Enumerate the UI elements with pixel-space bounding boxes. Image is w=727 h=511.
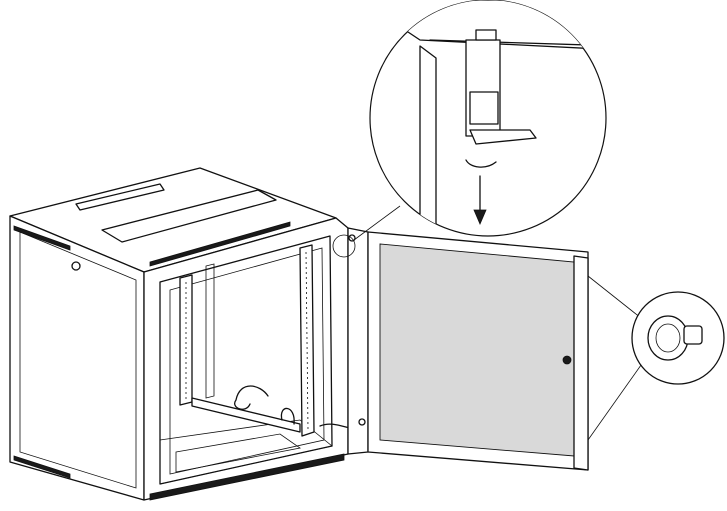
cable-bar [191, 397, 301, 433]
door-handle-strip [573, 255, 589, 471]
cabinet-floor [159, 419, 333, 485]
cabinet-body [9, 167, 363, 501]
side-lock-icon [71, 261, 81, 271]
mounting-rail-left [179, 274, 193, 406]
arrow-down-head [473, 209, 487, 226]
side-panel-inset [19, 231, 137, 489]
knob-shaft [683, 325, 703, 345]
rear-rail [205, 263, 215, 399]
knob-face [655, 323, 681, 353]
hinge-marker [332, 234, 356, 258]
vent-strip-top-left [13, 225, 71, 251]
door-glass [379, 243, 575, 457]
knob-leader-top [587, 275, 647, 323]
door-lock-icon [562, 355, 572, 365]
hinge-callout [332, 0, 607, 258]
cable-loop [234, 385, 269, 410]
hinge-pin-bottom [358, 418, 366, 426]
cable-entry-cutout [175, 433, 302, 473]
detail-door-edge [419, 45, 437, 236]
mounting-rail-right [299, 244, 315, 437]
hinge-leader-line [353, 205, 401, 241]
knob-callout [587, 275, 725, 441]
top-vent-panel [75, 183, 165, 211]
knob-leader-bottom [587, 357, 647, 441]
rotation-arrow-icon [465, 159, 497, 168]
top-cover-plate [101, 189, 277, 243]
vent-strip-bottom-left [13, 455, 71, 479]
knob-icon [647, 315, 689, 361]
detail-hinge-block [469, 91, 499, 125]
cabinet-door [347, 227, 589, 471]
detail-hinge-top [475, 29, 497, 41]
vent-strip-top-front [149, 221, 291, 267]
vent-strip-bottom-front [149, 453, 345, 501]
detail-hinge-pin [469, 129, 537, 145]
